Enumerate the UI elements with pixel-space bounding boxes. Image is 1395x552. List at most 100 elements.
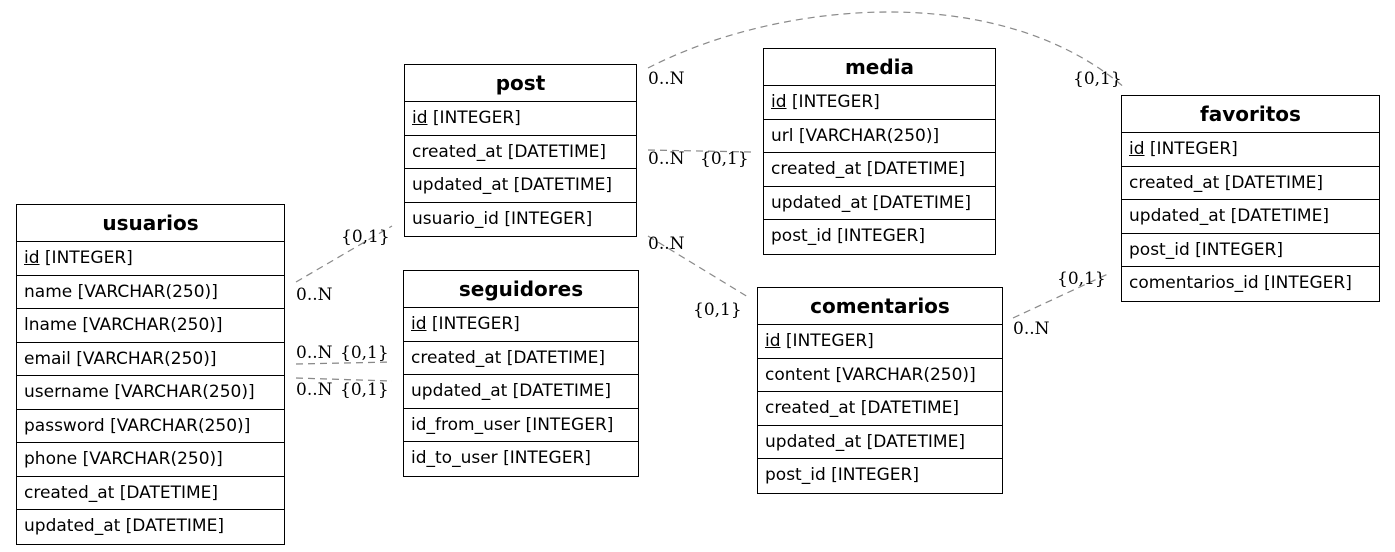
attribute-text: [INTEGER] bbox=[1144, 139, 1238, 159]
attribute-text: created_at [DATETIME] bbox=[771, 159, 966, 179]
entity-attribute: updated_at [DATETIME] bbox=[405, 169, 636, 203]
entity-attribute: lname [VARCHAR(250)] bbox=[17, 309, 284, 343]
attribute-text: created_at [DATETIME] bbox=[1129, 172, 1324, 193]
entity-attribute: updated_at [DATETIME] bbox=[17, 510, 284, 544]
entity-comentarios: comentarios id [INTEGER] content [VARCHAR(… bbox=[757, 287, 1003, 494]
entity-attribute: id [INTEGER] bbox=[1122, 133, 1379, 167]
attribute-text: post_id [INTEGER] bbox=[771, 226, 925, 246]
entity-attribute: created_at [DATETIME] bbox=[17, 477, 284, 510]
primary-key: id bbox=[412, 108, 428, 128]
cardinality-label: 0..N bbox=[1013, 319, 1050, 339]
attribute-text: [INTEGER] bbox=[427, 108, 521, 128]
cardinality-label: {0,1} bbox=[340, 380, 389, 400]
entity-attribute: url [VARCHAR(250)] bbox=[764, 120, 995, 153]
cardinality-label: {0,1} bbox=[693, 300, 742, 320]
entity-attribute: password [VARCHAR(250)] bbox=[17, 410, 284, 443]
attribute-text: [INTEGER] bbox=[426, 314, 520, 334]
entity-attribute: updated_at [DATETIME] bbox=[404, 375, 638, 409]
relationship-line bbox=[295, 225, 393, 283]
cardinality-label: {0,1} bbox=[1057, 269, 1106, 289]
entity-attribute: content [VARCHAR(250)] bbox=[758, 359, 1002, 392]
attribute-text: lname [VARCHAR(250)] bbox=[24, 315, 223, 335]
entity-attribute: id [INTEGER] bbox=[764, 86, 995, 120]
attribute-text: usuario_id [INTEGER] bbox=[412, 208, 593, 229]
attribute-text: url [VARCHAR(250)] bbox=[771, 125, 940, 146]
attribute-text: content [VARCHAR(250)] bbox=[765, 364, 976, 385]
entity-title: media bbox=[764, 49, 995, 86]
attribute-text: id_to_user [INTEGER] bbox=[411, 448, 591, 468]
relationship-line bbox=[295, 361, 393, 365]
attribute-text: updated_at [DATETIME] bbox=[412, 175, 612, 195]
primary-key: id bbox=[411, 314, 427, 334]
primary-key: id bbox=[24, 248, 40, 268]
entity-title: post bbox=[405, 65, 636, 102]
attribute-text: name [VARCHAR(250)] bbox=[24, 281, 218, 302]
attribute-text: created_at [DATETIME] bbox=[765, 398, 960, 418]
entity-title: comentarios bbox=[758, 288, 1002, 325]
entity-attribute: created_at [DATETIME] bbox=[405, 136, 636, 169]
attribute-text: created_at [DATETIME] bbox=[412, 141, 607, 162]
entity-attribute: created_at [DATETIME] bbox=[1122, 167, 1379, 200]
attribute-text: comentarios_id [INTEGER] bbox=[1129, 273, 1352, 293]
cardinality-label: {0,1} bbox=[341, 227, 390, 247]
attribute-text: id_from_user [INTEGER] bbox=[411, 414, 614, 435]
entity-attribute: created_at [DATETIME] bbox=[764, 153, 995, 187]
entity-attribute: id_to_user [INTEGER] bbox=[404, 442, 638, 476]
entity-attribute: id [INTEGER] bbox=[405, 102, 636, 136]
cardinality-label: 0..N bbox=[296, 380, 333, 400]
entity-attribute: post_id [INTEGER] bbox=[1122, 234, 1379, 267]
entity-attribute: usuario_id [INTEGER] bbox=[405, 203, 636, 237]
attribute-text: updated_at [DATETIME] bbox=[411, 381, 611, 401]
attribute-text: updated_at [DATETIME] bbox=[765, 431, 965, 452]
cardinality-label: 0..N bbox=[648, 149, 685, 169]
relationship-line bbox=[295, 377, 393, 382]
attribute-text: post_id [INTEGER] bbox=[1129, 239, 1283, 260]
entity-attribute: created_at [DATETIME] bbox=[404, 342, 638, 375]
entity-attribute: post_id [INTEGER] bbox=[758, 459, 1002, 493]
attribute-text: post_id [INTEGER] bbox=[765, 465, 919, 485]
attribute-text: password [VARCHAR(250)] bbox=[24, 415, 251, 436]
primary-key: id bbox=[1129, 139, 1145, 159]
entity-title: usuarios bbox=[17, 205, 284, 242]
attribute-text: created_at [DATETIME] bbox=[24, 482, 219, 503]
relationship-line bbox=[647, 235, 749, 298]
entity-title: favoritos bbox=[1122, 96, 1379, 133]
attribute-text: phone [VARCHAR(250)] bbox=[24, 449, 223, 469]
cardinality-label: 0..N bbox=[648, 69, 685, 89]
entity-attribute: phone [VARCHAR(250)] bbox=[17, 443, 284, 477]
entity-attribute: username [VARCHAR(250)] bbox=[17, 376, 284, 410]
entity-attribute: email [VARCHAR(250)] bbox=[17, 343, 284, 376]
attribute-text: [INTEGER] bbox=[780, 331, 874, 351]
entity-attribute: id [INTEGER] bbox=[17, 242, 284, 276]
attribute-text: created_at [DATETIME] bbox=[411, 347, 606, 368]
cardinality-label: {0,1} bbox=[340, 343, 389, 363]
entity-attribute: post_id [INTEGER] bbox=[764, 220, 995, 254]
relationship-line bbox=[1012, 272, 1111, 319]
cardinality-label: 0..N bbox=[296, 343, 333, 363]
entity-attribute: updated_at [DATETIME] bbox=[758, 426, 1002, 459]
attribute-text: [INTEGER] bbox=[786, 92, 880, 112]
attribute-text: email [VARCHAR(250)] bbox=[24, 348, 217, 369]
attribute-text: username [VARCHAR(250)] bbox=[24, 382, 255, 402]
cardinality-label: 0..N bbox=[648, 234, 685, 254]
primary-key: id bbox=[765, 331, 781, 351]
attribute-text: updated_at [DATETIME] bbox=[1129, 206, 1329, 226]
attribute-text: updated_at [DATETIME] bbox=[24, 516, 224, 536]
relationship-line bbox=[647, 149, 753, 153]
entity-attribute: id_from_user [INTEGER] bbox=[404, 409, 638, 442]
relationship-line bbox=[647, 11, 1126, 89]
cardinality-label: {0,1} bbox=[700, 149, 749, 169]
entity-attribute: updated_at [DATETIME] bbox=[1122, 200, 1379, 234]
cardinality-label: 0..N bbox=[296, 285, 333, 305]
primary-key: id bbox=[771, 92, 787, 112]
entity-attribute: updated_at [DATETIME] bbox=[764, 187, 995, 220]
entity-attribute: comentarios_id [INTEGER] bbox=[1122, 267, 1379, 301]
entity-attribute: created_at [DATETIME] bbox=[758, 392, 1002, 426]
